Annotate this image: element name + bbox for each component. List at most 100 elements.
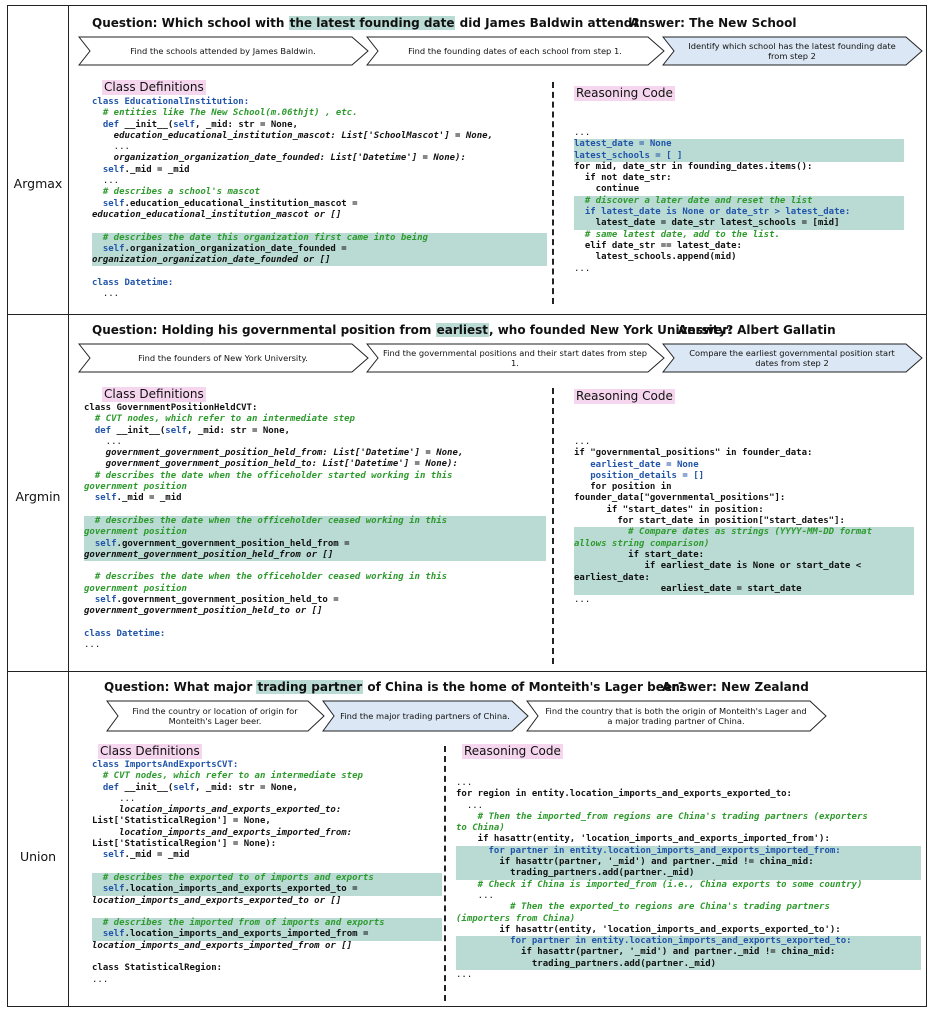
question-union: Question: What major trading partner of …	[104, 680, 685, 694]
code-line: to China)	[456, 823, 505, 834]
code-line: if "governmental_positions" in founder_d…	[574, 448, 813, 459]
reasoning-code-title-argmax: Reasoning Code	[574, 86, 675, 101]
code-line: for partner in entity.location_imports_a…	[456, 845, 921, 858]
code-line: government_government_position_held_from…	[84, 549, 546, 562]
code-line: latest_schools.append(mid)	[574, 252, 737, 263]
code-line: # describes the exported to of imports a…	[92, 872, 442, 885]
code-line: # describes a school's mascot	[92, 187, 260, 198]
class-code-argmin: class GovernmentPositionHeldCVT: # CVT n…	[84, 403, 546, 652]
code-line: self.education_educational_institution_m…	[102, 198, 358, 209]
column-divider-union	[444, 746, 446, 1001]
code-line: position_details = []	[574, 470, 705, 481]
code-line: ...	[574, 595, 591, 606]
code-line: location_imports_and_exports_imported_fr…	[92, 827, 353, 838]
row-label-argmax: Argmax	[13, 176, 63, 191]
code-line: ​	[92, 221, 547, 232]
step-text: Find the country that is both the origin…	[545, 706, 807, 726]
code-line: def __init__(self, _mid: str = None,	[102, 119, 298, 130]
code-line: ...	[84, 436, 122, 447]
step-union-2: Find the major trading partners of China…	[322, 700, 530, 732]
code-line: earliest_date = start_date	[574, 583, 914, 596]
step-arrow-shape	[662, 36, 923, 66]
answer-union: Answer: New Zealand	[662, 680, 809, 694]
code-line: organization_organization_date_founded o…	[92, 255, 547, 267]
code-line: ​	[84, 505, 546, 516]
code-line: ...	[456, 890, 494, 901]
step-arrow-shape	[526, 700, 827, 732]
code-line: self._mid = _mid	[102, 850, 190, 861]
code-line: ...	[92, 176, 120, 187]
code-line: # Compare dates as strings (YYYY-MM-DD f…	[574, 527, 914, 539]
code-line: for start_date in position["start_dates"…	[574, 516, 845, 527]
step-arrow-shape	[78, 343, 369, 373]
code-line: trading_partners.add(partner._mid)	[456, 868, 921, 880]
step-argmax-1: Find the schools attended by James Baldw…	[78, 36, 370, 66]
code-line: if hasattr(entity, 'location_imports_and…	[456, 924, 841, 935]
code-line: government_government_position_held_to: …	[84, 459, 458, 470]
code-line: class StatisticalRegion:	[92, 963, 223, 974]
code-line: allows string comparison)	[574, 538, 914, 550]
code-line: if hasattr(partner, '_mid') and partner.…	[456, 947, 921, 959]
code-line: ...	[92, 793, 136, 804]
step-arrow-shape	[366, 36, 665, 66]
code-line: ...	[92, 142, 130, 153]
code-line: # discover a later date and reset the li…	[574, 195, 904, 208]
code-line: self._mid = _mid	[102, 164, 190, 175]
code-line: ​	[92, 907, 442, 918]
code-line: # CVT nodes, which refer to an intermedi…	[84, 414, 355, 425]
code-line: # describes the date when the officehold…	[84, 470, 453, 481]
code-line: # describes the imported from of imports…	[92, 918, 442, 930]
code-line: for region in entity.location_imports_an…	[456, 789, 792, 800]
reasoning-code-argmin: ...if "governmental_positions" in founde…	[574, 437, 914, 606]
code-line: education_educational_institution_mascot…	[92, 130, 493, 141]
code-line: # Then the imported_from regions are Chi…	[456, 811, 868, 822]
answer-argmin: Answer: Albert Gallatin	[678, 323, 836, 337]
code-line: class Datetime:	[84, 628, 166, 639]
code-line: ​	[84, 618, 546, 629]
code-line: self._mid = _mid	[94, 493, 182, 504]
step-arrow-shape	[662, 343, 923, 373]
step-arrow-shape	[106, 700, 325, 732]
class-definitions-title-argmin: Class Definitions	[102, 387, 206, 402]
code-line: earliest_date = None	[574, 459, 699, 470]
code-line: founder_data["governmental_positions"]:	[574, 493, 786, 504]
code-line: # CVT nodes, which refer to an intermedi…	[92, 771, 363, 782]
code-line: # Check if China is imported_from (i.e.,…	[456, 879, 863, 890]
step-text: Find the founders of New York University…	[138, 353, 308, 363]
code-line: location_imports_and_exports_exported_to…	[92, 895, 342, 906]
code-line: for mid, date_str in founding_dates.item…	[574, 161, 813, 172]
code-line: continue	[574, 184, 640, 195]
code-line: self.location_imports_and_exports_import…	[92, 929, 442, 941]
code-line: if start_date:	[574, 549, 914, 562]
code-line: ...	[574, 437, 591, 447]
code-line: self.location_imports_and_exports_export…	[92, 884, 442, 896]
code-line: location_imports_and_exports_exported_to…	[92, 805, 342, 816]
step-argmin-2: Find the governmental positions and thei…	[366, 343, 666, 373]
code-line: ...	[456, 970, 473, 981]
code-line: government position	[84, 583, 187, 594]
question-argmin: Question: Holding his governmental posit…	[92, 323, 734, 337]
code-line: (importers from China)	[456, 913, 576, 924]
code-line: organization_organization_date_founded: …	[92, 153, 466, 164]
code-line: # same latest date, add to the list.	[574, 229, 780, 240]
code-line: for partner in entity.location_imports_a…	[456, 936, 921, 948]
code-line: ​	[92, 952, 442, 963]
code-line: trading_partners.add(partner._mid)	[456, 958, 921, 971]
code-line: latest_date = None	[574, 139, 904, 151]
code-line: ...	[574, 128, 591, 138]
reasoning-code-title-union: Reasoning Code	[462, 744, 563, 759]
row-label-argmin: Argmin	[15, 489, 61, 504]
code-line: earliest_date:	[574, 572, 914, 584]
code-line: for position in	[574, 482, 672, 493]
step-arrow-shape	[366, 343, 665, 373]
class-definitions-title-union: Class Definitions	[98, 744, 202, 759]
code-line: ...	[456, 800, 484, 811]
code-line: def __init__(self, _mid: str = None,	[102, 782, 298, 793]
reasoning-code-title-argmin: Reasoning Code	[574, 389, 675, 404]
code-line: if not date_str:	[574, 173, 672, 184]
class-code-argmax: class EducationalInstitution: # entities…	[92, 97, 547, 300]
row-divider-1	[8, 314, 926, 315]
code-line: List['StatisticalRegion'] = None,	[92, 816, 271, 827]
code-line: government_government_position_held_from…	[84, 448, 464, 459]
